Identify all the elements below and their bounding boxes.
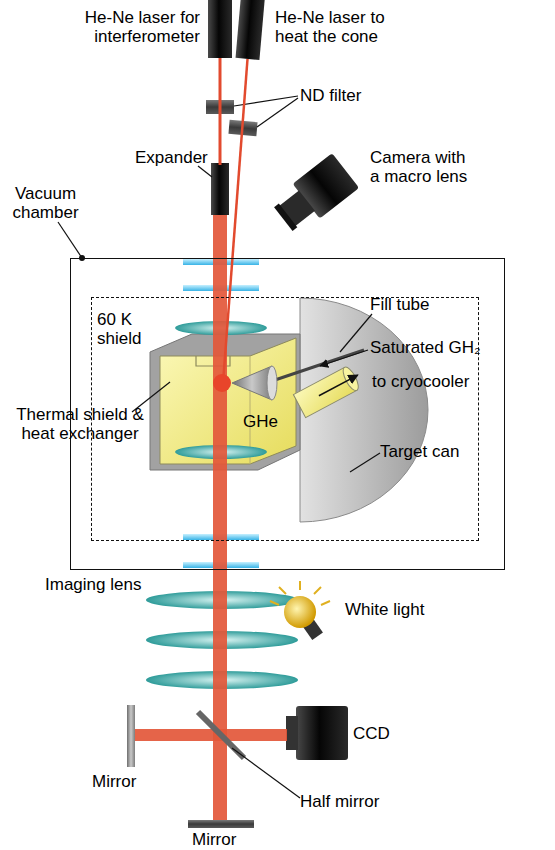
part-label: Imaging lens bbox=[45, 575, 141, 594]
mirror bbox=[188, 820, 254, 828]
beam-expander bbox=[211, 163, 229, 215]
fill-tube bbox=[272, 350, 364, 381]
camera-symbol bbox=[270, 153, 359, 236]
part-label: CCD bbox=[353, 724, 390, 743]
part-label: White light bbox=[345, 600, 424, 619]
camera-lens bbox=[278, 190, 314, 226]
leader-line bbox=[340, 314, 372, 352]
flow-arrow bbox=[320, 350, 368, 366]
shield-box: 60 K shield bbox=[91, 297, 479, 541]
laser-body bbox=[236, 0, 265, 60]
part-label: Mirror bbox=[192, 830, 236, 849]
camera-lens-rim bbox=[274, 204, 297, 231]
cone bbox=[232, 366, 272, 400]
ccd-camera bbox=[296, 706, 348, 760]
part-label: Camera with a macro lens bbox=[370, 148, 475, 186]
laser-body bbox=[208, 0, 232, 58]
leader-line bbox=[257, 98, 298, 127]
leader-line bbox=[232, 748, 300, 798]
thermal-shield bbox=[160, 338, 296, 464]
part-label: Saturated GH₂ bbox=[370, 338, 481, 357]
light-ray bbox=[314, 587, 321, 594]
part-label: Expander bbox=[135, 148, 208, 167]
laser-beam bbox=[135, 729, 287, 741]
leader-line bbox=[350, 453, 380, 472]
bulb-glass bbox=[284, 596, 316, 628]
laser-beam bbox=[219, 58, 222, 165]
mirror bbox=[127, 705, 135, 767]
part-label: Fill tube bbox=[370, 295, 430, 314]
part-label: He-Ne laser for interferometer bbox=[55, 8, 200, 46]
cone-base bbox=[267, 366, 277, 400]
light-ray bbox=[299, 581, 301, 590]
ccd-lens bbox=[286, 716, 298, 750]
part-label: ND filter bbox=[300, 86, 361, 105]
target-pellet bbox=[213, 374, 231, 392]
laser-beam bbox=[223, 59, 248, 383]
light-ray bbox=[321, 601, 330, 605]
part-label: to cryocooler bbox=[372, 372, 469, 391]
leader-line bbox=[198, 166, 212, 177]
part-label: Target can bbox=[380, 442, 459, 461]
light-bulb bbox=[270, 581, 330, 640]
part-label: Thermal shield & heat exchanger bbox=[0, 405, 160, 443]
light-ray bbox=[279, 587, 286, 594]
part-label: GHe bbox=[243, 412, 278, 431]
node-label: Vacuum chamber bbox=[3, 184, 88, 222]
light-ray bbox=[270, 601, 279, 605]
part-label: Mirror bbox=[92, 772, 136, 791]
leader-line bbox=[58, 222, 82, 258]
flow-arrow bbox=[319, 375, 358, 396]
part-label: Half mirror bbox=[300, 792, 379, 811]
node-label: 60 K shield bbox=[97, 310, 149, 348]
part-label: He-Ne laser to heat the cone bbox=[275, 8, 405, 46]
